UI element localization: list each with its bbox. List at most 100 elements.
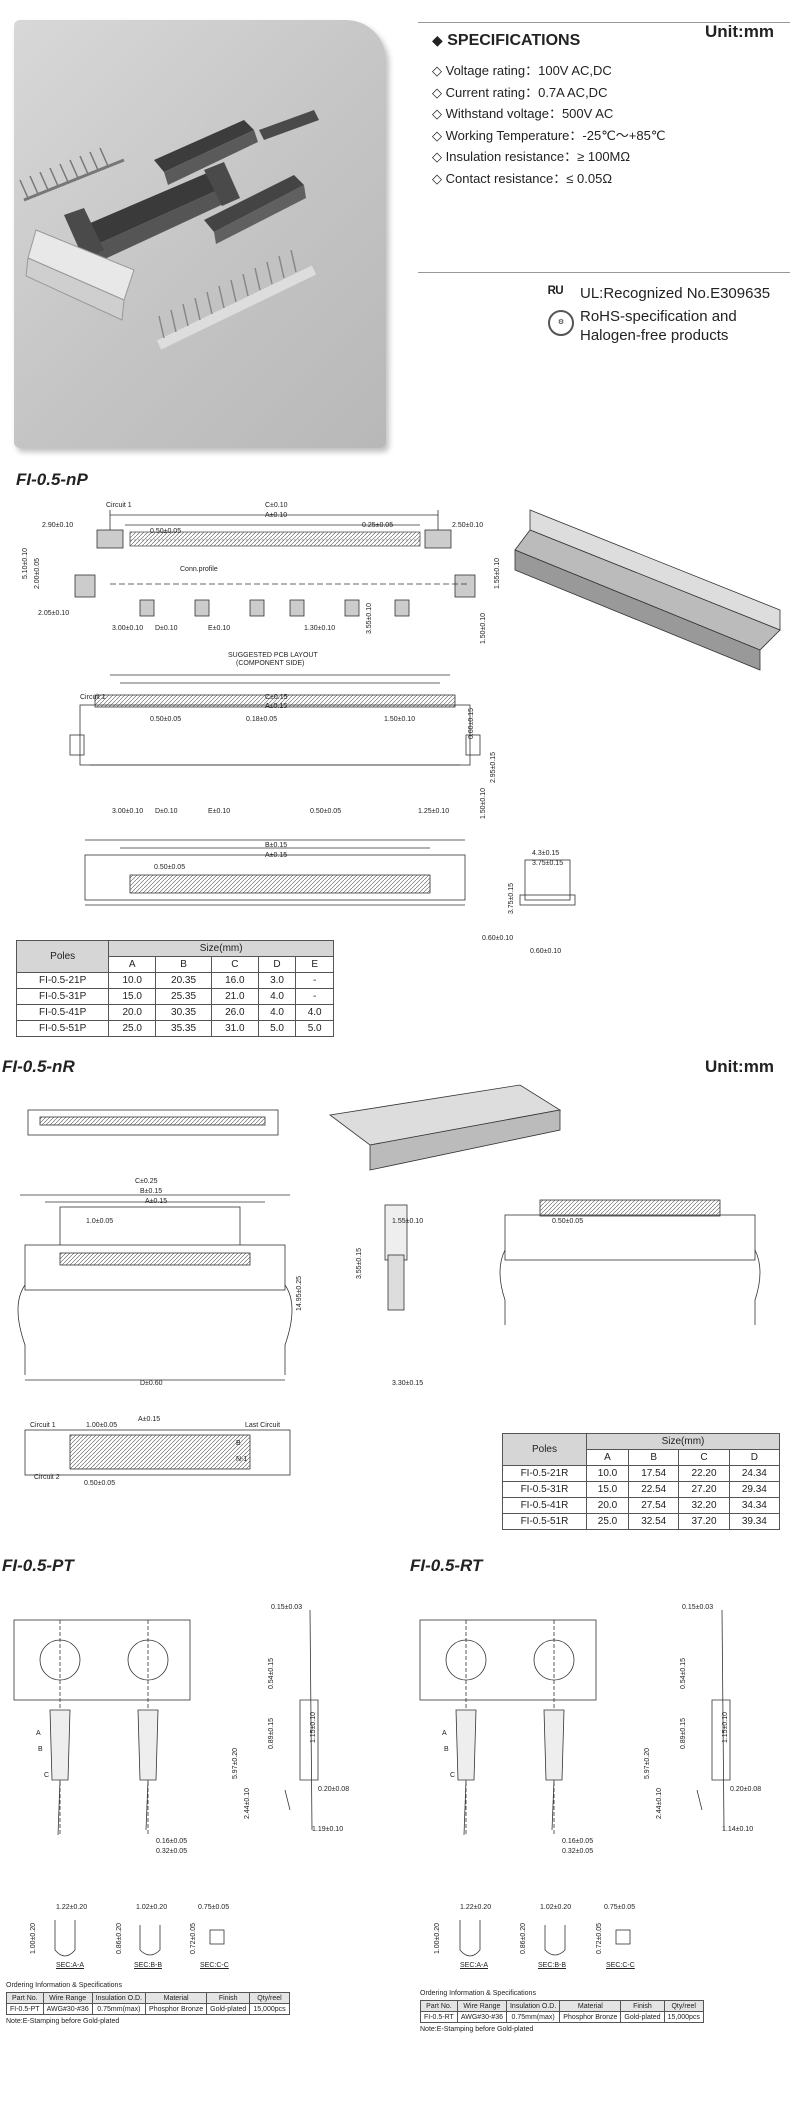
pt-dim-054: 0.54±0.15 <box>268 1657 276 1690</box>
ul-mark-icon: ᴿᵁ <box>548 283 564 302</box>
pt-sec-b: SEC:B-B <box>134 1962 163 1969</box>
nr-dim-0500: 0.50±0.05 <box>84 1480 116 1487</box>
nr-dim-330: 3.30±0.15 <box>392 1380 424 1387</box>
np-dim-290: 2.90±0.10 <box>42 522 74 529</box>
nr-label-b: B <box>236 1440 241 1447</box>
diamond-bullet-icon: ◆ <box>432 32 443 48</box>
np-dim-025: 0.25±0.05 <box>362 522 394 529</box>
np-dim-060: 0.60±0.15 <box>468 707 476 740</box>
pt-sec-c: SEC:C-C <box>200 1962 229 1969</box>
product-photo <box>14 20 386 448</box>
np-dim-300: 3.00±0.10 <box>112 625 144 632</box>
table-header-poles: Poles <box>15 940 110 973</box>
pt-dim-086: 0.86±0.20 <box>116 1922 124 1955</box>
diamond-outline-icon: ◇ <box>432 149 446 164</box>
rt-sec-a: SEC:A-A <box>460 1962 489 1969</box>
rt-label-b: B <box>444 1746 449 1753</box>
pt-dim-115: 1.15±0.10 <box>310 1711 318 1744</box>
np-dim-c015: C±0.15 <box>265 694 288 701</box>
pt-label-c: C <box>44 1772 50 1779</box>
pt-dim-119: 1.19±0.10 <box>312 1826 344 1833</box>
np-dim-130: 1.30±0.10 <box>304 625 336 632</box>
pt-drawings <box>13 1609 319 1957</box>
np-dim-355: 3.55±0.10 <box>366 602 374 635</box>
spec-item: ◇ Current rating：0.7A AC,DC <box>432 84 608 100</box>
np-title: FI-0.5-nP <box>16 470 88 489</box>
np-dim-250: 2.50±0.10 <box>452 522 484 529</box>
nr-dim-355: 3.55±0.15 <box>356 1247 364 1280</box>
ul-text: UL:Recognized No.E309635 <box>580 285 771 302</box>
np-dim-510: 5.10±0.10 <box>22 547 30 580</box>
diamond-outline-icon: ◇ <box>432 84 446 100</box>
np-dim-205: 2.05±0.10 <box>38 610 70 617</box>
rt-note: Note:E-Stamping before Gold-plated <box>420 2026 534 2033</box>
rohs-text: RoHS-specification and Halogen-free prod… <box>580 308 737 344</box>
np-dim-eb: E±0.10 <box>208 808 231 815</box>
rt-dim-015: 0.15±0.03 <box>682 1604 714 1611</box>
nr-dim-b015: B±0.15 <box>140 1188 163 1195</box>
np-dim-e: E±0.10 <box>208 625 231 632</box>
rt-dim-020: 0.20±0.08 <box>730 1786 762 1793</box>
rt-dim-597: 5.97±0.20 <box>644 1747 652 1780</box>
rt-dim-075: 0.75±0.05 <box>604 1904 636 1911</box>
np-dim-155: 1.55±0.10 <box>494 557 502 590</box>
np-dim-d: D±0.10 <box>155 625 178 632</box>
rt-dim-102: 1.02±0.20 <box>540 1904 572 1911</box>
rt-dim-072: 0.72±0.05 <box>596 1922 604 1955</box>
nr-dim-d060: D±0.60 <box>140 1380 163 1387</box>
table-row: Part No.Wire Range Insulation O.D.Materi… <box>420 2000 704 2012</box>
np-dim-018: 0.18±0.05 <box>246 716 278 723</box>
rt-dim-086: 0.86±0.20 <box>520 1922 528 1955</box>
np-dim-300b: 3.00±0.10 <box>112 808 144 815</box>
np-dim-060c: 0.60±0.10 <box>530 948 562 955</box>
rt-dim-115: 1.15±0.10 <box>722 1711 730 1744</box>
spec-bottom-rule <box>418 272 790 273</box>
pt-dim-100: 1.00±0.20 <box>30 1922 38 1955</box>
pt-dim-075: 0.75±0.05 <box>198 1904 230 1911</box>
np-dim-050: 0.50±0.05 <box>150 528 182 535</box>
nr-dim-050: 0.50±0.05 <box>552 1218 584 1225</box>
rt-dim-032: 0.32±0.05 <box>562 1848 594 1855</box>
pt-title: FI-0.5-PT <box>2 1556 74 1575</box>
nr-dim-1495: 14.95±0.25 <box>295 1276 303 1311</box>
rt-dim-100: 1.00±0.20 <box>434 1922 442 1955</box>
nr-circuit2: Circuit 2 <box>34 1474 60 1481</box>
product-photo-illustration <box>19 110 319 350</box>
diamond-outline-icon: ◇ <box>432 127 446 143</box>
rt-sec-c: SEC:C-C <box>606 1962 635 1969</box>
np-dim-050c: 0.50±0.05 <box>310 808 342 815</box>
np-dim-c: C±0.10 <box>265 502 288 509</box>
spec-list: ◇ Voltage rating：100V AC,DC ◇ Current ra… <box>432 60 665 189</box>
np-dim-150b: 1.50±0.10 <box>384 716 416 723</box>
pt-dim-072: 0.72±0.05 <box>190 1922 198 1955</box>
rohs-seal-icon: ⚙ <box>548 310 574 336</box>
diamond-outline-icon: ◇ <box>432 106 446 121</box>
nr-circuit1: Circuit 1 <box>30 1422 56 1429</box>
nr-dim-155: 1.55±0.10 <box>392 1218 424 1225</box>
np-dim-050d: 0.50±0.05 <box>154 864 186 871</box>
pt-dim-597: 5.97±0.20 <box>232 1747 240 1780</box>
np-dim-150c: 1.50±0.10 <box>480 787 488 820</box>
rt-dim-054: 0.54±0.15 <box>680 1657 688 1690</box>
pt-ordering-title: Ordering Information & Specifications <box>6 1982 122 1989</box>
rt-label-c: C <box>450 1772 456 1779</box>
table-header-poles: Poles <box>502 1433 587 1466</box>
table-row: Part No.Wire Range Insulation O.D.Materi… <box>6 1992 290 2004</box>
spec-item: ◇ Contact resistance：≤ 0.05Ω <box>432 170 613 186</box>
np-circuit1: Circuit 1 <box>106 502 132 509</box>
nr-unit-label: Unit:mm <box>705 1057 774 1076</box>
rt-title: FI-0.5-RT <box>410 1556 483 1575</box>
spec-item: ◇ Working Temperature：-25℃～+85℃ <box>432 127 666 143</box>
np-dim-a: A±0.10 <box>265 512 288 519</box>
np-dim-375b: 3.75±0.15 <box>508 882 516 915</box>
np-pad <box>96 529 124 549</box>
nr-dim-a015b: A±0.15 <box>138 1416 161 1423</box>
np-circuit1-b: Circuit 1 <box>80 694 106 701</box>
np-dim-125: 1.25±0.10 <box>418 808 450 815</box>
